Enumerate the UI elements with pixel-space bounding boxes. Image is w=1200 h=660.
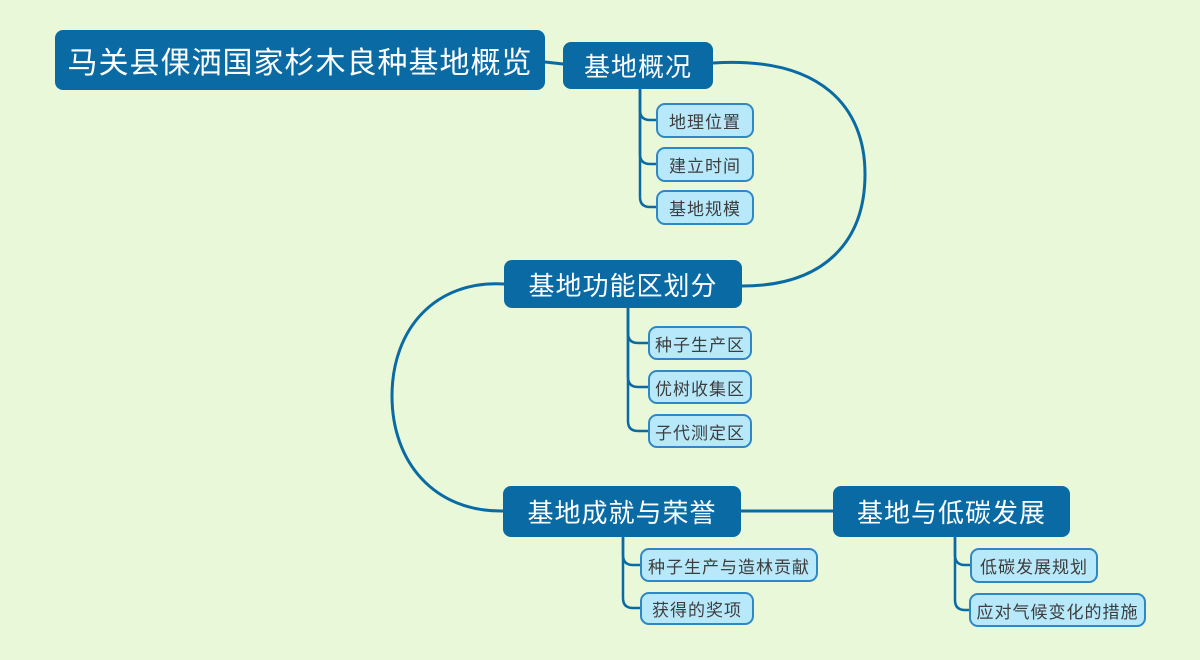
leaf-node-climate-measures[interactable]: 应对气候变化的措施: [969, 593, 1146, 627]
leaf-node-progeny-zone[interactable]: 子代测定区: [648, 414, 752, 448]
leaf-node-seed-contribution[interactable]: 种子生产与造林贡献: [640, 548, 818, 582]
elbow-overview-child-2: [638, 87, 658, 166]
branch-node-zones[interactable]: 基地功能区划分: [504, 260, 742, 308]
root-node[interactable]: 马关县倮洒国家杉木良种基地概览: [55, 30, 545, 90]
elbow-honors-child-2: [621, 535, 642, 610]
leaf-node-scale[interactable]: 基地规模: [656, 190, 754, 225]
leaf-node-established[interactable]: 建立时间: [656, 147, 754, 182]
connector-root-to-overview: [543, 60, 565, 66]
leaf-node-lowcarbon-plan[interactable]: 低碳发展规划: [970, 548, 1098, 583]
elbow-honors-child-1: [621, 535, 642, 567]
elbow-zones-child-1: [626, 306, 650, 345]
leaf-node-location[interactable]: 地理位置: [656, 103, 754, 138]
elbow-lowcarbon-child-1: [953, 535, 972, 567]
branch-node-overview[interactable]: 基地概况: [563, 42, 713, 89]
leaf-node-awards[interactable]: 获得的奖项: [640, 592, 754, 625]
elbow-zones-child-2: [626, 306, 650, 389]
branch-node-honors[interactable]: 基地成就与荣誉: [503, 486, 741, 537]
connector-zones-to-honors: [390, 282, 506, 513]
leaf-node-elite-tree-zone[interactable]: 优树收集区: [648, 370, 752, 404]
elbow-zones-child-3: [626, 306, 650, 433]
leaf-node-seed-zone[interactable]: 种子生产区: [648, 326, 752, 360]
elbow-overview-child-3: [638, 87, 658, 209]
branch-node-lowcarbon[interactable]: 基地与低碳发展: [833, 486, 1070, 537]
elbow-overview-child-1: [638, 87, 658, 122]
elbow-lowcarbon-child-2: [953, 535, 972, 612]
